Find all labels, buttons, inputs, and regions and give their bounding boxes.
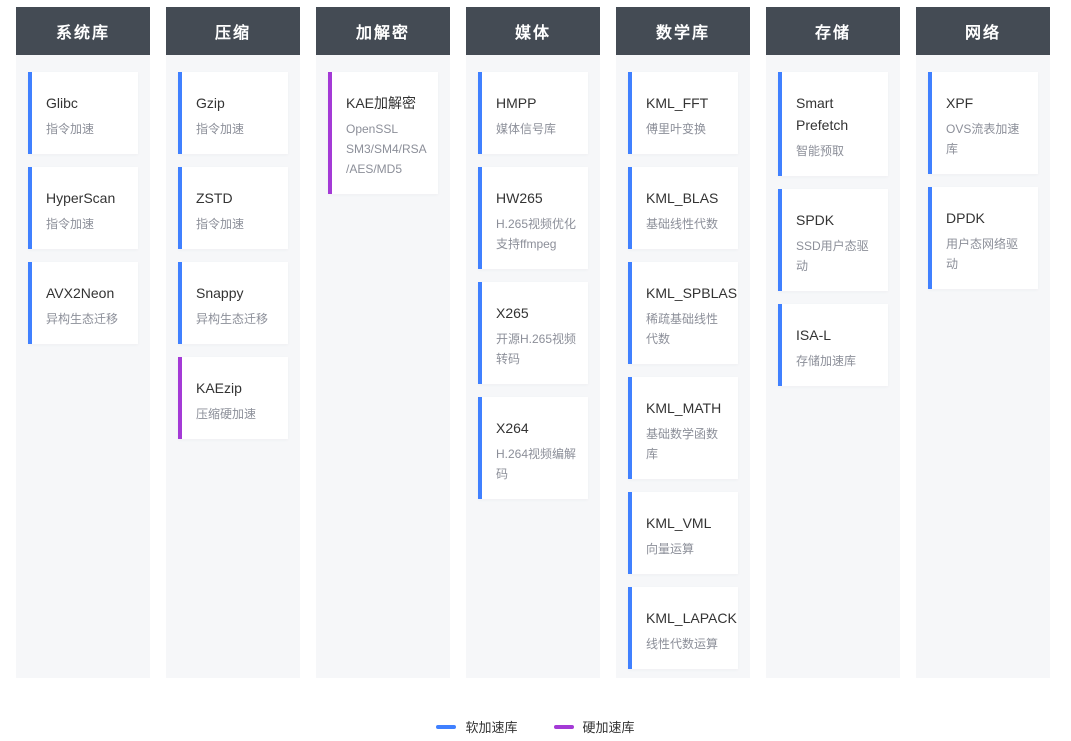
- category-header: 系统库: [16, 7, 150, 55]
- library-card-x265: X265 开源H.265视频 转码: [478, 282, 588, 384]
- library-card-avx2neon: AVX2Neon 异构生态迁移: [28, 262, 138, 344]
- library-name: Snappy: [196, 285, 244, 301]
- category-header: 压缩: [166, 7, 300, 55]
- library-desc: 稀疏基础线性 代数: [646, 312, 719, 346]
- library-name: ZSTD: [196, 190, 233, 206]
- library-name: ISA-L: [796, 327, 832, 343]
- library-name: Smart Prefetch: [796, 95, 849, 133]
- library-card-kml-math: KML_MATH 基础数学函数 库: [628, 377, 738, 479]
- category-body: Glibc 指令加速 HyperScan 指令加速 AVX2Neon 异构生态迁…: [16, 55, 150, 678]
- category-column-math: 数学库 KML_FFT 傅里叶变换 KML_BLAS 基础线性代数 KML_SP…: [616, 7, 750, 678]
- library-name: KAE加解密: [346, 95, 417, 111]
- library-desc: 向量运算: [646, 542, 695, 556]
- library-card-dpdk: DPDK 用户态网络驱 动: [928, 187, 1038, 289]
- category-header: 加解密: [316, 7, 450, 55]
- library-card-gzip: Gzip 指令加速: [178, 72, 288, 154]
- library-card-spdk: SPDK SSD用户态驱 动: [778, 189, 888, 291]
- library-desc: 指令加速: [46, 122, 95, 136]
- library-desc: 傅里叶变换: [646, 122, 707, 136]
- library-name: X264: [496, 420, 529, 436]
- category-body: KAE加解密 OpenSSL SM3/SM4/RSA /AES/MD5: [316, 55, 450, 678]
- category-body: HMPP 媒体信号库 HW265 H.265视频优化 支持ffmpeg X265…: [466, 55, 600, 678]
- library-card-x264: X264 H.264视频编解 码: [478, 397, 588, 499]
- library-card-snappy: Snappy 异构生态迁移: [178, 262, 288, 344]
- library-name: X265: [496, 305, 529, 321]
- library-name: Glibc: [46, 95, 78, 111]
- library-desc: 基础数学函数 库: [646, 427, 719, 461]
- library-name: KAEzip: [196, 380, 242, 396]
- library-desc: SSD用户态驱 动: [796, 239, 869, 273]
- library-card-kae-crypto: KAE加解密 OpenSSL SM3/SM4/RSA /AES/MD5: [328, 72, 438, 194]
- legend: 软加速库 硬加速库: [0, 717, 1071, 736]
- category-header: 网络: [916, 7, 1050, 55]
- library-desc: H.264视频编解 码: [496, 447, 577, 481]
- library-name: KML_VML: [646, 515, 712, 531]
- library-desc: 开源H.265视频 转码: [496, 332, 577, 366]
- legend-label-hardware: 硬加速库: [582, 720, 635, 735]
- library-name: Gzip: [196, 95, 225, 111]
- library-desc: 基础线性代数: [646, 217, 719, 231]
- library-name: KML_FFT: [646, 95, 709, 111]
- library-card-kml-blas: KML_BLAS 基础线性代数: [628, 167, 738, 249]
- library-card-kml-fft: KML_FFT 傅里叶变换: [628, 72, 738, 154]
- library-name: HW265: [496, 190, 543, 206]
- category-header: 数学库: [616, 7, 750, 55]
- library-card-kml-vml: KML_VML 向量运算: [628, 492, 738, 574]
- legend-item-software: 软加速库: [436, 717, 518, 736]
- library-card-kaezip: KAEzip 压缩硬加速: [178, 357, 288, 439]
- library-name: HyperScan: [46, 190, 116, 206]
- library-card-zstd: ZSTD 指令加速: [178, 167, 288, 249]
- legend-item-hardware: 硬加速库: [553, 717, 635, 736]
- legend-label-software: 软加速库: [465, 720, 518, 735]
- library-card-isa-l: ISA-L 存储加速库: [778, 304, 888, 386]
- library-name: DPDK: [946, 210, 985, 226]
- library-desc: OpenSSL SM3/SM4/RSA /AES/MD5: [346, 122, 427, 176]
- library-card-glibc: Glibc 指令加速: [28, 72, 138, 154]
- library-desc: 用户态网络驱 动: [946, 237, 1019, 271]
- library-name: HMPP: [496, 95, 537, 111]
- library-name: KML_SPBLAS: [646, 285, 738, 301]
- category-body: Smart Prefetch 智能预取 SPDK SSD用户态驱 动 ISA-L…: [766, 55, 900, 678]
- library-desc: 异构生态迁移: [46, 312, 119, 326]
- library-card-kml-spblas: KML_SPBLAS 稀疏基础线性 代数: [628, 262, 738, 364]
- category-body: XPF OVS流表加速 库 DPDK 用户态网络驱 动: [916, 55, 1050, 678]
- library-desc: 指令加速: [196, 122, 245, 136]
- library-name: KML_LAPACK: [646, 610, 737, 626]
- acceleration-libraries-diagram: 系统库 Glibc 指令加速 HyperScan 指令加速 AVX2Neon 异…: [16, 7, 1050, 678]
- library-desc: 异构生态迁移: [196, 312, 269, 326]
- library-desc: 线性代数运算: [646, 637, 719, 651]
- library-desc: 存储加速库: [796, 354, 857, 368]
- category-column-media: 媒体 HMPP 媒体信号库 HW265 H.265视频优化 支持ffmpeg X…: [466, 7, 600, 678]
- library-desc: 指令加速: [46, 217, 95, 231]
- library-card-hyperscan: HyperScan 指令加速: [28, 167, 138, 249]
- library-card-hw265: HW265 H.265视频优化 支持ffmpeg: [478, 167, 588, 269]
- hardware-lib-dash-icon: [553, 724, 574, 729]
- library-desc: 指令加速: [196, 217, 245, 231]
- category-column-network: 网络 XPF OVS流表加速 库 DPDK 用户态网络驱 动: [916, 7, 1050, 678]
- library-name: XPF: [946, 95, 974, 111]
- library-name: KML_MATH: [646, 400, 722, 416]
- library-card-kml-lapack: KML_LAPACK 线性代数运算: [628, 587, 738, 669]
- library-desc: H.265视频优化 支持ffmpeg: [496, 217, 577, 251]
- category-column-storage: 存储 Smart Prefetch 智能预取 SPDK SSD用户态驱 动 IS…: [766, 7, 900, 678]
- library-desc: 压缩硬加速: [196, 407, 257, 421]
- library-card-xpf: XPF OVS流表加速 库: [928, 72, 1038, 174]
- category-header: 存储: [766, 7, 900, 55]
- category-column-system: 系统库 Glibc 指令加速 HyperScan 指令加速 AVX2Neon 异…: [16, 7, 150, 678]
- library-card-hmpp: HMPP 媒体信号库: [478, 72, 588, 154]
- library-name: KML_BLAS: [646, 190, 719, 206]
- category-body: Gzip 指令加速 ZSTD 指令加速 Snappy 异构生态迁移 KAEzip…: [166, 55, 300, 678]
- category-column-crypto: 加解密 KAE加解密 OpenSSL SM3/SM4/RSA /AES/MD5: [316, 7, 450, 678]
- category-header: 媒体: [466, 7, 600, 55]
- category-body: KML_FFT 傅里叶变换 KML_BLAS 基础线性代数 KML_SPBLAS…: [616, 55, 750, 678]
- software-lib-dash-icon: [436, 724, 457, 729]
- library-name: SPDK: [796, 212, 835, 228]
- library-desc: 媒体信号库: [496, 122, 557, 136]
- library-desc: 智能预取: [796, 144, 845, 158]
- category-column-compression: 压缩 Gzip 指令加速 ZSTD 指令加速 Snappy 异构生态迁移 KAE…: [166, 7, 300, 678]
- library-name: AVX2Neon: [46, 285, 115, 301]
- library-card-smart-prefetch: Smart Prefetch 智能预取: [778, 72, 888, 176]
- library-desc: OVS流表加速 库: [946, 122, 1020, 156]
